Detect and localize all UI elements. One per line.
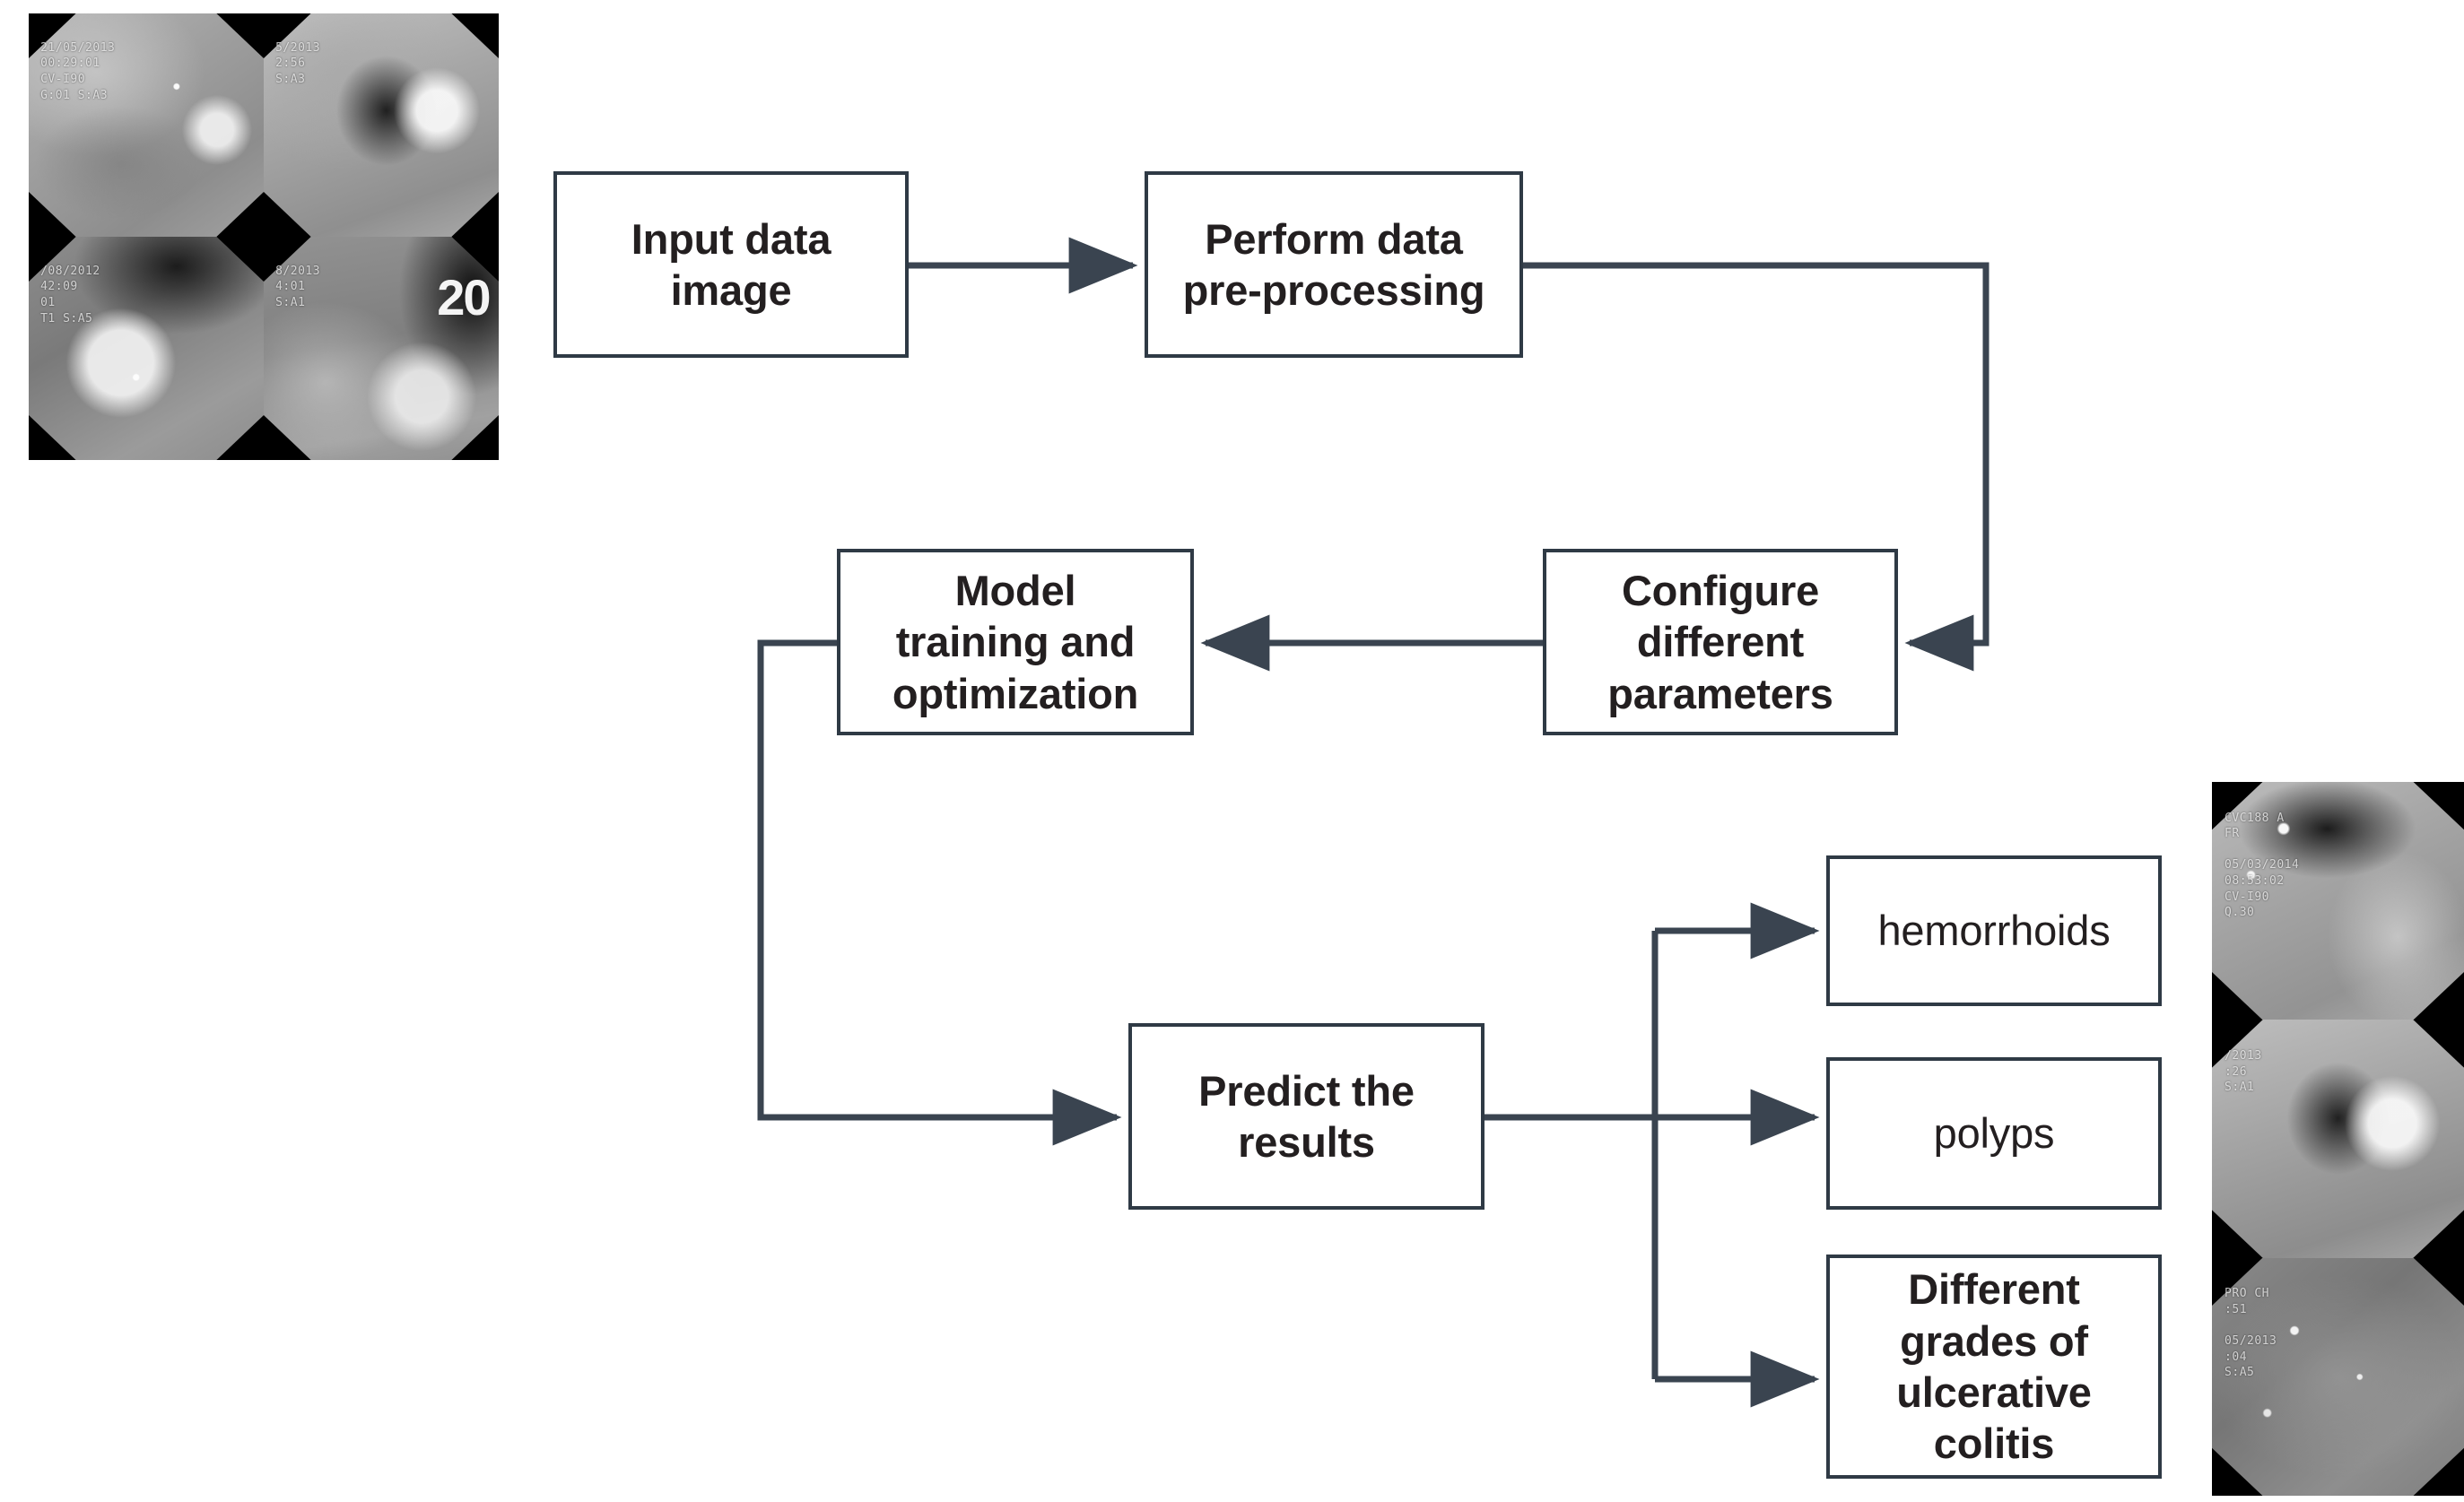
node-predict-the-results[interactable]: Predict the results [1128,1023,1484,1210]
node-hemorrhoids[interactable]: hemorrhoids [1826,855,2162,1006]
endoscopy-image-polyps: /2013 :26 S:A1 [2212,1020,2464,1258]
node-perform-data-pre-processing-label: Perform data pre-processing [1182,214,1485,314]
node-different-grades-of-ulcerative-colitis[interactable]: Different grades of ulcerative colitis [1826,1255,2162,1479]
endoscopy-overlay-text-colitis: PRO CH :51 05/2013 :04 S:A5 [2225,1287,2277,1380]
endoscopy-overlay-text-1: 21/05/2013 00:29:01 CV-I90 G:01 S:A3 [40,40,116,102]
output-sample-image-column: CVC188 A FR 05/03/2014 08:53:02 CV-I90 Q… [2212,782,2464,1496]
node-perform-data-pre-processing[interactable]: Perform data pre-processing [1145,171,1523,358]
endoscopy-image-colitis: PRO CH :51 05/2013 :04 S:A5 [2212,1257,2464,1496]
endoscopy-lumen-hemorrhoids [2212,782,2464,1020]
endoscopy-overlay-text-4: 8/2013 4:01 S:A1 [275,264,321,309]
endoscopy-overlay-text-3: /08/2012 42:09 01 T1 S:A5 [40,264,100,326]
endoscopy-image-sample-1: 21/05/2013 00:29:01 CV-I90 G:01 S:A3 [29,13,264,237]
node-predict-the-results-label: Predict the results [1198,1066,1415,1166]
endoscopy-overlay-text-polyps: /2013 :26 S:A1 [2225,1049,2262,1095]
node-hemorrhoids-label: hemorrhoids [1877,907,2111,955]
node-polyps[interactable]: polyps [1826,1057,2162,1210]
endoscopy-image-hemorrhoids: CVC188 A FR 05/03/2014 08:53:02 CV-I90 Q… [2212,782,2464,1020]
endoscopy-image-sample-4: 8/2013 4:01 S:A1 20 [264,237,499,460]
endoscopy-overlay-text-2: 5/2013 2:56 S:A3 [275,40,321,86]
endoscopy-lumen-1 [29,13,264,237]
endoscopy-lumen-colitis [2212,1257,2464,1496]
endoscopy-overlay-text-hemorrhoids: CVC188 A FR 05/03/2014 08:53:02 CV-I90 Q… [2225,811,2300,920]
endoscopy-overlay-number-4: 20 [437,268,491,326]
endoscopy-lumen-2 [264,13,499,237]
node-input-data-image[interactable]: Input data image [553,171,909,358]
node-input-data-image-label: Input data image [631,214,831,314]
endoscopy-lumen-polyps [2212,1020,2464,1258]
input-sample-image-grid: 21/05/2013 00:29:01 CV-I90 G:01 S:A3 5/2… [29,13,499,460]
node-polyps-label: polyps [1933,1109,2055,1158]
node-model-training-and-optimization[interactable]: Model training and optimization [837,549,1194,735]
endoscopy-lumen-4 [264,237,499,460]
node-configure-different-parameters[interactable]: Configure different parameters [1543,549,1898,735]
endoscopy-lumen-3 [29,237,264,460]
node-configure-different-parameters-label: Configure different parameters [1607,567,1833,717]
node-model-training-and-optimization-label: Model training and optimization [892,567,1139,717]
endoscopy-image-sample-2: 5/2013 2:56 S:A3 [264,13,499,237]
node-different-grades-of-ulcerative-colitis-label: Different grades of ulcerative colitis [1896,1265,2092,1468]
endoscopy-image-sample-3: /08/2012 42:09 01 T1 S:A5 [29,237,264,460]
